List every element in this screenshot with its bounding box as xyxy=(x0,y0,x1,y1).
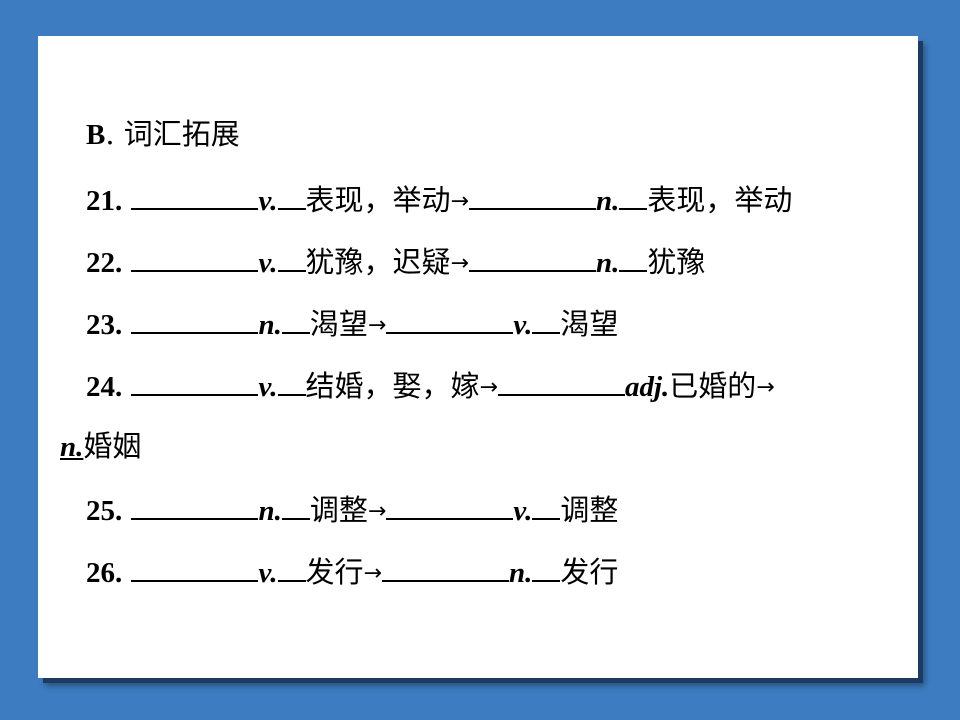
arrow-icon: → xyxy=(756,375,775,400)
answer-blank[interactable] xyxy=(381,552,509,582)
meaning: 犹豫 xyxy=(647,245,706,279)
item-number: 21. xyxy=(86,185,123,217)
part-of-speech: n. xyxy=(508,557,533,589)
underline-gap xyxy=(277,186,306,210)
arrow-icon: → xyxy=(450,251,469,276)
meaning: 结婚，娶，嫁 xyxy=(305,369,480,403)
answer-blank[interactable] xyxy=(386,490,514,520)
answer-blank[interactable] xyxy=(131,490,259,520)
underline-gap xyxy=(281,310,310,334)
answer-blank[interactable] xyxy=(497,366,625,396)
underline-gap xyxy=(281,496,310,520)
vocab-item-22: 22. v. 犹豫，迟疑→ n. 犹豫 xyxy=(86,242,705,284)
section-heading: B. 词汇拓展 xyxy=(86,116,240,153)
vocab-item-23: 23. n.渴望→v.渴望 xyxy=(86,304,618,346)
vocab-item-26: 26. v.发行→n.发行 xyxy=(86,552,618,594)
underline-gap xyxy=(532,496,561,520)
answer-blank[interactable] xyxy=(131,366,259,396)
item-number: 23. xyxy=(86,309,123,341)
answer-blank[interactable] xyxy=(131,552,259,582)
part-of-speech: n. xyxy=(595,247,620,279)
meaning: 已婚的 xyxy=(669,369,757,403)
item-number: 25. xyxy=(86,495,123,527)
part-of-speech: adj. xyxy=(624,371,670,403)
part-of-speech: n. xyxy=(60,431,84,463)
slide-card xyxy=(38,36,918,678)
part-of-speech: v. xyxy=(513,309,533,341)
part-of-speech: v. xyxy=(258,185,278,217)
part-of-speech: v. xyxy=(258,371,278,403)
part-of-speech: v. xyxy=(258,557,278,589)
meaning: 调整 xyxy=(560,493,619,527)
part-of-speech: v. xyxy=(513,495,533,527)
heading-letter: B xyxy=(86,119,106,151)
meaning: 发行 xyxy=(305,555,364,589)
part-of-speech: n. xyxy=(258,309,282,341)
meaning: 婚姻 xyxy=(83,429,142,463)
meaning: 渴望 xyxy=(560,307,619,341)
meaning: 犹豫，迟疑 xyxy=(305,245,451,279)
underline-gap xyxy=(619,186,648,210)
vocab-item-24: 24. v.结婚，娶，嫁→adj.已婚的→ xyxy=(86,366,775,408)
part-of-speech: n. xyxy=(258,495,282,527)
arrow-icon: → xyxy=(367,499,387,524)
item-number: 26. xyxy=(86,557,123,589)
underline-gap xyxy=(532,558,561,582)
arrow-icon: → xyxy=(479,375,498,400)
underline-gap xyxy=(277,558,306,582)
arrow-icon: → xyxy=(363,561,382,586)
answer-blank[interactable] xyxy=(131,180,259,210)
meaning: 调整 xyxy=(309,493,368,527)
vocab-item-25: 25. n.调整→v.调整 xyxy=(86,490,618,532)
underline-gap xyxy=(532,310,561,334)
heading-separator: . xyxy=(105,117,115,151)
arrow-icon: → xyxy=(367,313,387,338)
heading-title: 词汇拓展 xyxy=(123,117,240,151)
arrow-icon: → xyxy=(450,189,469,214)
vocab-item-24-continued: n.婚姻 xyxy=(60,428,141,465)
meaning: 渴望 xyxy=(309,307,368,341)
answer-blank[interactable] xyxy=(131,242,259,272)
meaning: 表现，举动 xyxy=(647,183,793,217)
part-of-speech: v. xyxy=(258,247,278,279)
vocab-item-21: 21. v.表现，举动→n.表现，举动 xyxy=(86,180,792,222)
underline-gap xyxy=(619,248,648,272)
answer-blank[interactable] xyxy=(468,180,596,210)
answer-blank[interactable] xyxy=(131,304,259,334)
meaning: 表现，举动 xyxy=(305,183,451,217)
item-number: 24. xyxy=(86,371,123,403)
underline-gap xyxy=(277,372,306,396)
answer-blank[interactable] xyxy=(386,304,514,334)
item-number: 22. xyxy=(86,247,123,279)
meaning: 发行 xyxy=(560,555,619,589)
underline-gap xyxy=(277,248,306,272)
answer-blank[interactable] xyxy=(468,242,596,272)
part-of-speech: n. xyxy=(595,185,620,217)
